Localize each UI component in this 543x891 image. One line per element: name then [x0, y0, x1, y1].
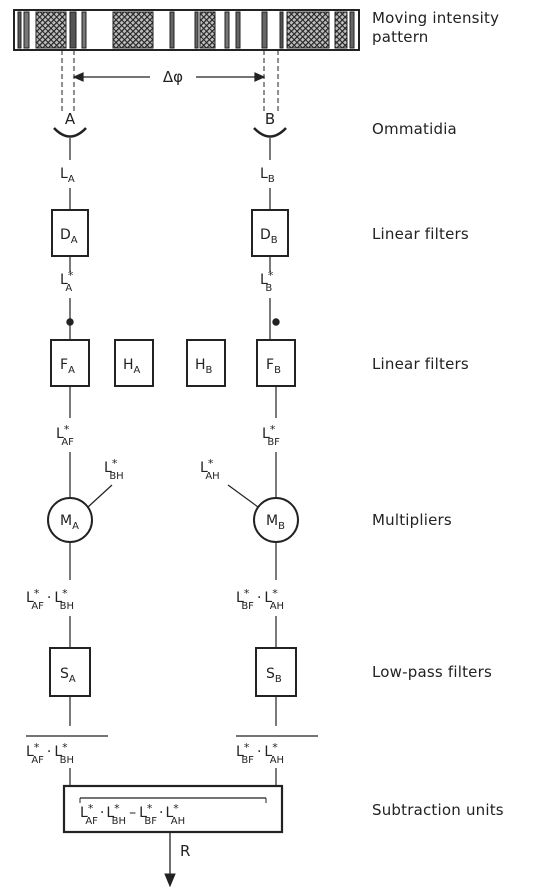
svg-text:MA: MA [60, 513, 79, 532]
svg-text:HA: HA [123, 357, 141, 376]
receptor-label-a: A [65, 110, 76, 128]
pattern-stripes [17, 11, 355, 49]
filter-box-fb: FB [256, 339, 296, 387]
mean-product-b: L*BF·L*AH [236, 741, 284, 766]
cross-path-hb [124, 386, 206, 462]
filter-box-db: DB [251, 209, 289, 257]
filter-box-hb: HB [186, 339, 226, 387]
ommatidium-b [253, 127, 287, 138]
svg-text:DB: DB [260, 227, 278, 246]
product-a: L*AF·L*BH [26, 587, 74, 612]
signal-laf: L*AF [56, 423, 74, 448]
branch-node-b [272, 318, 280, 326]
output-arrowhead [164, 873, 176, 888]
lowpass-box-sa: SA [49, 647, 91, 697]
angle-label: Δφ [163, 68, 183, 86]
lowpass-box-sb: SB [255, 647, 297, 697]
multiplier-mb: MB [253, 497, 299, 543]
stage-label-pattern-1: Moving intensity [372, 9, 499, 27]
subtraction-unit: L*AF·L*BH–L*BF·L*AH [62, 784, 284, 834]
signal-lb: LB [260, 166, 275, 185]
stage-label-pattern-2: pattern [372, 28, 429, 46]
multiplier-ma: MA [47, 497, 93, 543]
mean-product-a: L*AF·L*BH [26, 741, 74, 766]
stage-label-subtraction: Subtraction units [372, 801, 504, 819]
difference-expression: L*AF·L*BH–L*BF·L*AH [80, 802, 185, 827]
signal-lbf: L*BF [262, 423, 280, 448]
intensity-pattern [13, 9, 360, 51]
svg-text:DA: DA [60, 227, 78, 246]
svg-text:HB: HB [195, 357, 213, 376]
svg-text:MB: MB [266, 513, 285, 532]
filter-box-ha: HA [114, 339, 154, 387]
svg-text:SB: SB [266, 666, 282, 685]
svg-text:SA: SA [60, 666, 76, 685]
signal-lbh: L*BH [104, 457, 124, 482]
svg-text:FA: FA [60, 357, 75, 376]
signal-lah: L*AH [200, 457, 220, 482]
ommatidium-a [53, 127, 87, 138]
signal-la: LA [60, 166, 75, 185]
signal-la-star: L*A [60, 269, 74, 294]
product-b: L*BF·L*AH [236, 587, 284, 612]
branch-node-a [66, 318, 74, 326]
sampling-lines [61, 50, 279, 112]
svg-text:FB: FB [266, 357, 281, 376]
stage-label-linear-filters-1: Linear filters [372, 225, 469, 243]
angle-arrow [72, 72, 266, 82]
filter-box-fa: FA [50, 339, 90, 387]
filter-box-da: DA [51, 209, 89, 257]
output-label: R [180, 842, 190, 860]
receptor-label-b: B [265, 110, 275, 128]
stage-label-linear-filters-2: Linear filters [372, 355, 469, 373]
stage-label-multipliers: Multipliers [372, 511, 452, 529]
cross-path-ha [134, 386, 218, 462]
signal-lb-star: L*B [260, 269, 274, 294]
stage-label-low-pass: Low-pass filters [372, 663, 492, 681]
stage-label-ommatidia: Ommatidia [372, 120, 457, 138]
